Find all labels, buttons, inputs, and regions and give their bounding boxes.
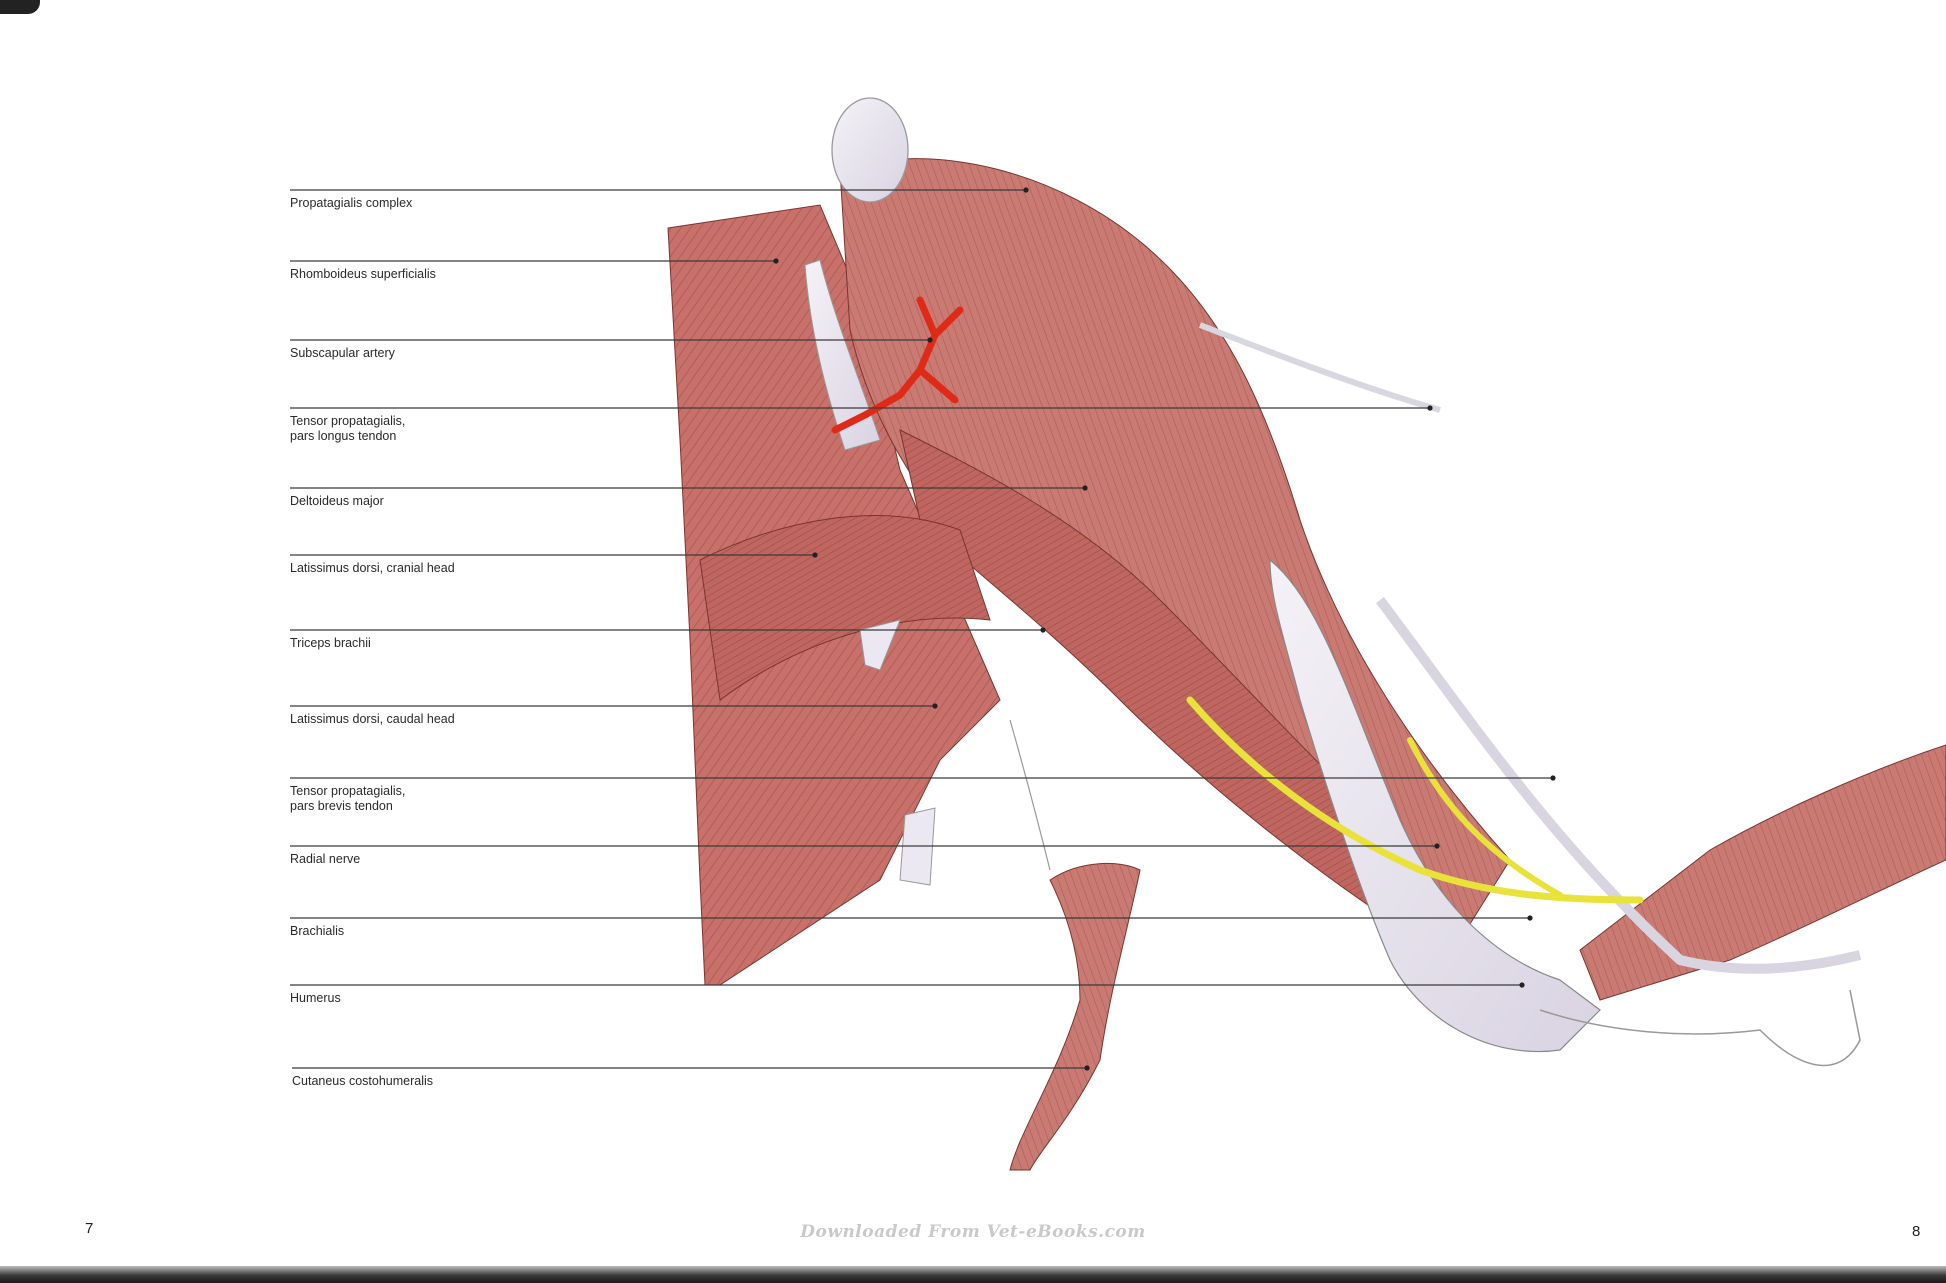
subscapular-artery: [831, 296, 964, 434]
leader-dot-8: [1550, 775, 1556, 781]
leader-dot-10: [1527, 915, 1533, 921]
label-5: Latissimus dorsi, cranial head: [290, 561, 455, 575]
leader-dot-3: [1427, 405, 1433, 411]
latissimus-band: [699, 515, 991, 701]
label-11: Humerus: [290, 991, 341, 1005]
cutaneus-strip: [1009, 862, 1141, 1171]
leader-dot-9: [1434, 843, 1440, 849]
label-6: Triceps brachii: [290, 636, 371, 650]
label-10: Brachialis: [290, 924, 345, 938]
leader-dot-1: [773, 258, 779, 264]
leader-dot-5: [812, 552, 818, 558]
watermark: Downloaded From Vet-eBooks.com: [800, 1222, 1146, 1242]
label-12: Cutaneus costohumeralis: [292, 1074, 434, 1088]
leader-lines: [290, 187, 1556, 1071]
label-1: Rhomboideus superficialis: [290, 267, 436, 281]
label-8: Tensor propatagialis, pars brevis tendon: [290, 784, 406, 813]
distal-humerus-outline: [1539, 989, 1861, 1067]
scapula-shaft: [804, 259, 881, 451]
leader-dot-0: [1023, 187, 1029, 193]
page-corner-shadow: [0, 0, 40, 14]
leader-dot-7: [932, 703, 938, 709]
label-0: Propatagialis complex: [290, 196, 413, 210]
page-edge-shadow: [0, 1266, 1946, 1283]
radial-nerve-branch: [1407, 737, 1563, 898]
leader-dot-6: [1040, 627, 1046, 633]
pars-longus-tendon: [1198, 322, 1441, 413]
page-number-left: 7: [85, 1220, 94, 1237]
label-2: Subscapular artery: [290, 346, 395, 360]
leader-dot-4: [1082, 485, 1088, 491]
cutaneous-nerve-line: [1009, 719, 1051, 871]
leader-dot-12: [1084, 1065, 1090, 1071]
label-9: Radial nerve: [290, 852, 361, 866]
page-number-right: 8: [1912, 1223, 1921, 1240]
forearm-muscles: [1579, 744, 1946, 1001]
rib-window-1: [859, 619, 901, 671]
label-3: Tensor propatagialis, pars longus tendon: [290, 414, 406, 443]
label-7: Latissimus dorsi, caudal head: [290, 712, 455, 726]
leader-dot-11: [1519, 982, 1525, 988]
scapula-top: [831, 97, 909, 203]
pars-brevis-tendon: [1375, 597, 1862, 974]
leader-dot-2: [927, 337, 933, 343]
label-4: Deltoideus major: [290, 494, 384, 508]
humerus-bone: [1269, 558, 1601, 1053]
